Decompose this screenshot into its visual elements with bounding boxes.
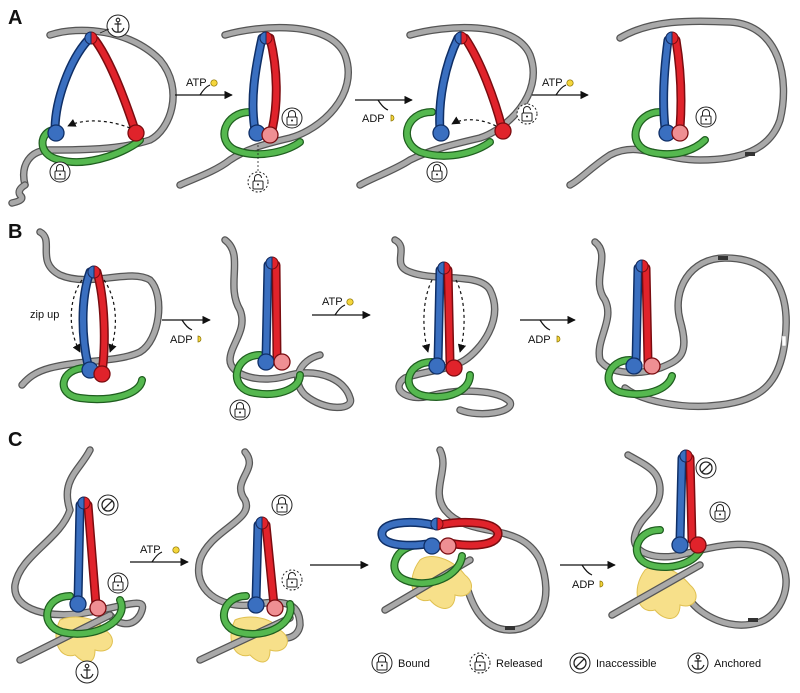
panel-b-arrow-2: ATP [312, 296, 371, 320]
panel-label-a: A [8, 7, 22, 29]
legend-label-anchored: Anchored [714, 658, 761, 670]
panel-label-c: C [8, 429, 22, 451]
red-head [127, 124, 145, 142]
atp-label: ATP [186, 77, 207, 89]
panel-label-b: B [8, 221, 22, 243]
panel-c-state-2 [194, 448, 304, 664]
atp-label: ATP [542, 77, 563, 89]
panel-b-state-2 [221, 236, 355, 421]
panel-c-state-3 [377, 446, 550, 634]
adp-label: ADP [572, 579, 595, 591]
legend-label-released: Released [496, 658, 542, 670]
panel-a-state-3 [356, 23, 538, 189]
panel-a-state-4 [566, 17, 788, 189]
panel-c-state-1 [11, 446, 147, 684]
legend-item-released: Released [469, 652, 542, 674]
panel-a-arrow-3: ATP [532, 77, 589, 100]
panel-c-state-4 [608, 449, 790, 629]
atp-label: ATP [322, 296, 343, 308]
legend: Bound Released Inaccessible Anchored [371, 652, 761, 674]
legend-label-inaccessible: Inaccessible [596, 658, 657, 670]
panel-b-state-4 [591, 238, 790, 411]
panel-c-arrow-3: ADP [560, 560, 616, 591]
blue-head [47, 124, 65, 142]
legend-item-inaccessible: Inaccessible [569, 652, 657, 674]
adp-label: ADP [362, 113, 385, 125]
legend-item-bound: Bound [371, 652, 430, 674]
atp-label: ATP [140, 544, 161, 556]
panel-c-arrow-1: ATP [130, 544, 189, 567]
panel-a-arrow-1: ATP [175, 77, 233, 100]
legend-item-anchored: Anchored [687, 652, 761, 674]
panel-b-arrow-3: ADP [520, 315, 576, 346]
panel-a-arrow-2: ADP [355, 95, 413, 125]
adp-label: ADP [528, 334, 551, 346]
panel-b-state-3 [391, 236, 515, 418]
zip-up-label: zip up [30, 309, 59, 321]
legend-label-bound: Bound [398, 658, 430, 670]
panel-a-state-1 [8, 14, 177, 207]
panel-b-arrow-1: ADP [162, 315, 211, 346]
panel-b-state-1: zip up [18, 228, 163, 404]
panel-a-state-2 [176, 23, 352, 193]
adp-label: ADP [170, 334, 193, 346]
